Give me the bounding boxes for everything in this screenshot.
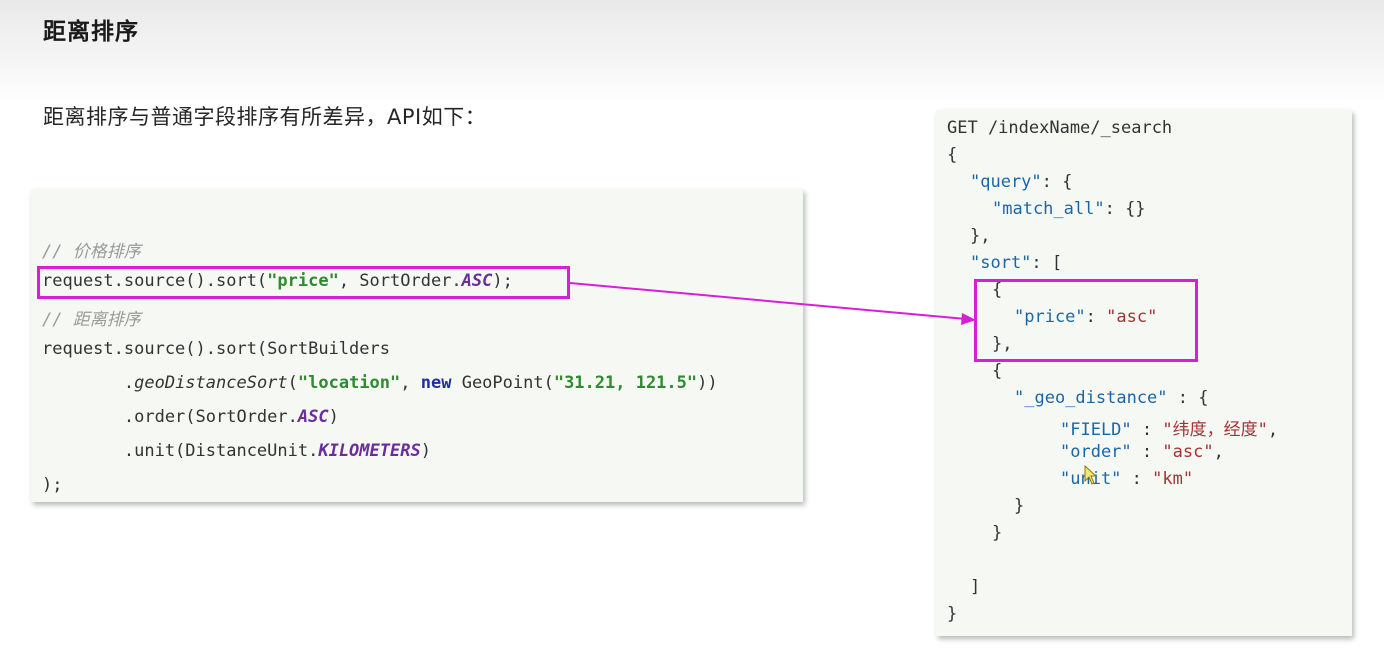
string-literal: "31.21, 121.5" <box>553 373 698 393</box>
json-close-geo: } <box>992 523 1003 543</box>
java-price-highlight-box <box>37 266 570 299</box>
json-match-all-line: "match_all": {} <box>992 199 1146 219</box>
code-text: )) <box>697 373 718 393</box>
json-price-line: "price": "asc" <box>1014 307 1157 327</box>
enum-constant: ASC <box>461 271 493 291</box>
enum-constant: ASC <box>297 407 329 427</box>
code-text: , SortOrder. <box>338 271 462 291</box>
json-close-sort: ] <box>970 577 981 597</box>
json-geo-distance-line: "_geo_distance" : { <box>1014 388 1208 408</box>
code-line-price-sort: request.source().sort("price", SortOrder… <box>42 271 513 291</box>
code-text: . <box>42 373 135 393</box>
json-punct: : { <box>1167 388 1209 408</box>
code-text: .order(SortOrder. <box>42 407 298 427</box>
java-code-panel: // 价格排序 request.source().sort("price", S… <box>31 189 803 502</box>
json-string: "asc" <box>1106 307 1158 327</box>
json-punct: : <box>1085 307 1107 327</box>
json-open-geo: { <box>992 361 1003 381</box>
code-line-sort-builders: request.source().sort(SortBuilders <box>42 339 390 359</box>
header-band <box>0 0 1384 105</box>
method-name: geoDistanceSort <box>134 373 288 393</box>
json-field-line: "FIELD" : "纬度，经度", <box>1060 415 1278 440</box>
json-dsl-panel: GET /indexName/_search { "query": { "mat… <box>936 110 1352 636</box>
json-close-price: }, <box>992 334 1013 354</box>
string-literal: "price" <box>267 271 339 291</box>
keyword: new <box>420 373 452 393</box>
json-order-line: "order" : "asc", <box>1060 442 1224 462</box>
json-key: "_geo_distance" <box>1014 388 1168 408</box>
code-line-end: ); <box>42 475 63 495</box>
json-punct: : { <box>1041 172 1073 192</box>
json-open-price: { <box>992 280 1003 300</box>
json-string: "纬度，经度" <box>1162 420 1268 440</box>
json-key: "sort" <box>970 253 1032 273</box>
code-line-geo-distance-sort: .geoDistanceSort("location", new GeoPoin… <box>42 373 718 393</box>
json-price-highlight-box <box>974 279 1198 362</box>
code-line-unit: .unit(DistanceUnit.KILOMETERS) <box>42 441 431 461</box>
mouse-pointer-icon <box>1084 465 1098 485</box>
json-key: "FIELD" <box>1060 420 1132 440</box>
json-punct: : <box>1131 442 1163 462</box>
code-line-order: .order(SortOrder.ASC) <box>42 407 339 427</box>
json-punct: : {} <box>1104 199 1146 219</box>
json-string: "asc" <box>1162 442 1214 462</box>
json-key: "match_all" <box>992 199 1105 219</box>
json-string: "km" <box>1152 469 1194 489</box>
enum-constant: KILOMETERS <box>318 441 421 461</box>
code-text: GeoPoint( <box>451 373 554 393</box>
json-punct: : <box>1121 469 1153 489</box>
code-text: ) <box>420 441 431 461</box>
json-punct: , <box>1213 442 1224 462</box>
json-key: "query" <box>970 172 1042 192</box>
slide-subtitle: 距离排序与普通字段排序有所差异，API如下： <box>43 105 487 129</box>
json-key: "price" <box>1014 307 1086 327</box>
comment-distance-sort: // 距离排序 <box>42 310 141 330</box>
json-open-brace: { <box>947 145 958 165</box>
request-line: GET /indexName/_search <box>947 118 1173 138</box>
code-text: , <box>400 373 421 393</box>
json-close-geo-inner: } <box>1014 496 1025 516</box>
code-text: .unit(DistanceUnit. <box>42 441 319 461</box>
json-punct: : <box>1131 420 1163 440</box>
json-close-query: }, <box>970 226 991 246</box>
json-sort-line: "sort": [ <box>970 253 1062 273</box>
json-unit-line: "unit" : "km" <box>1060 469 1193 489</box>
code-text: ) <box>328 407 339 427</box>
code-text: ); <box>492 271 513 291</box>
slide-title: 距离排序 <box>43 19 139 45</box>
json-punct: , <box>1267 420 1279 440</box>
json-punct: : [ <box>1031 253 1063 273</box>
code-text: request.source().sort( <box>42 271 268 291</box>
string-literal: "location" <box>297 373 401 393</box>
json-query-line: "query": { <box>970 172 1072 192</box>
json-close-brace: } <box>947 604 958 624</box>
comment-price-sort: // 价格排序 <box>42 242 141 262</box>
json-key: "order" <box>1060 442 1132 462</box>
code-text: ( <box>287 373 298 393</box>
